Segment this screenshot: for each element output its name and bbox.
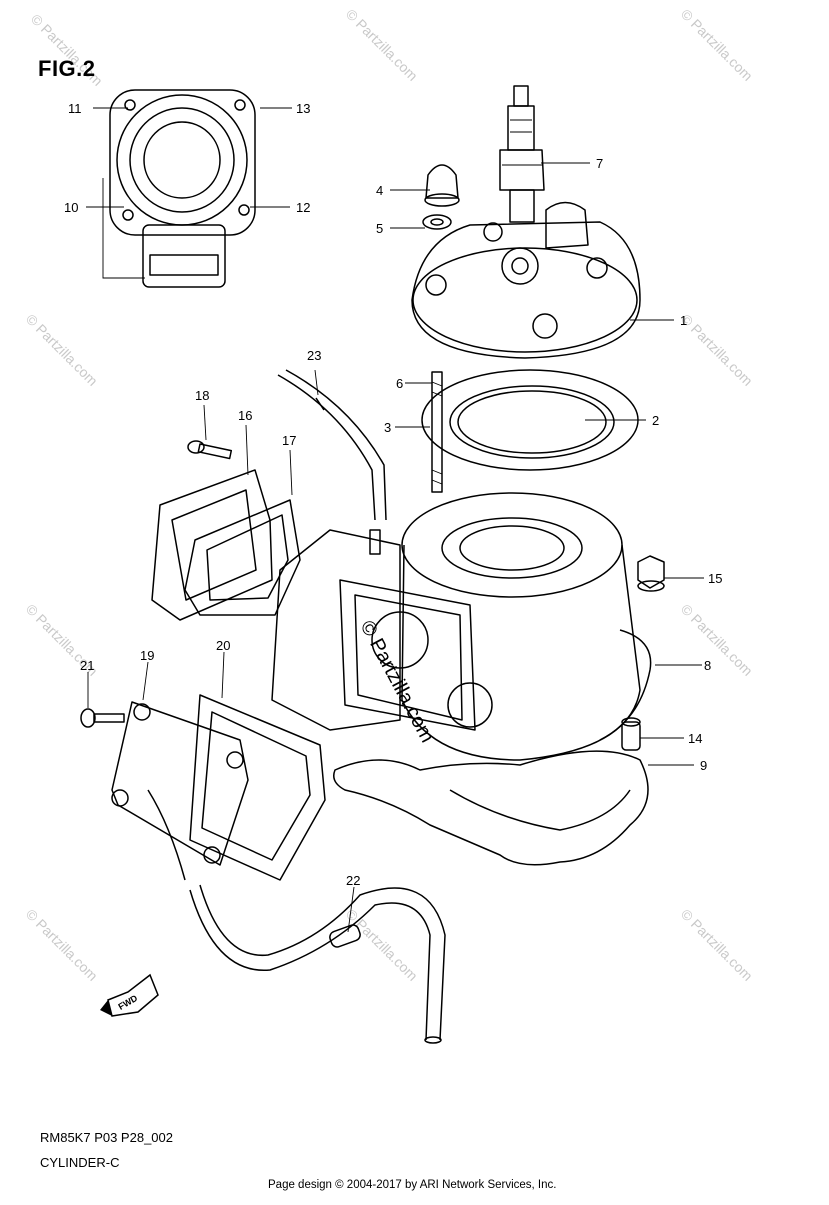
callout-6: 6 (396, 376, 403, 391)
dowel-pin (621, 717, 641, 751)
cylinder-head (411, 201, 641, 359)
cap-nut (424, 164, 460, 207)
callout-7: 7 (596, 156, 603, 171)
washer (422, 214, 452, 230)
callout-2: 2 (652, 413, 659, 428)
flange-nut (637, 555, 665, 592)
figure-title: FIG.2 (38, 56, 96, 81)
callout-20: 20 (216, 638, 230, 653)
callout-21: 21 (80, 658, 94, 673)
watermark-layer: © Partzilla.com © Partzilla.com © Partzi… (23, 6, 756, 984)
leader-lines (86, 107, 704, 933)
callout-10: 10 (64, 200, 78, 215)
callout-18: 18 (195, 388, 209, 403)
callout-19: 19 (140, 648, 154, 663)
bolt (80, 708, 125, 728)
exhaust-cover-gasket (189, 694, 326, 881)
callout-23: 23 (307, 348, 321, 363)
base-gasket (333, 750, 649, 866)
watermark: © Partzilla.com (23, 311, 101, 389)
inset-cylinder-top-view (102, 89, 256, 288)
spark-plug (499, 85, 545, 223)
callout-15: 15 (708, 571, 722, 586)
watermark: © Partzilla.com (678, 6, 756, 84)
callout-9: 9 (700, 758, 707, 773)
callout-labels: 1 2 3 4 5 6 7 8 9 10 11 12 13 14 15 16 1… (64, 101, 722, 888)
cylinder-block (271, 492, 652, 761)
breather-hose-lower (147, 789, 446, 1044)
breather-hose-upper (277, 369, 387, 521)
callout-16: 16 (238, 408, 252, 423)
callout-14: 14 (688, 731, 702, 746)
reed-valve-gasket (151, 469, 273, 621)
callout-1: 1 (680, 313, 687, 328)
callout-8: 8 (704, 658, 711, 673)
callout-13: 13 (296, 101, 310, 116)
callout-11: 11 (68, 101, 82, 116)
watermark: © Partzilla.com (343, 906, 421, 984)
watermark: © Partzilla.com (678, 906, 756, 984)
watermark: © Partzilla.com (678, 601, 756, 679)
copyright-notice: Page design © 2004-2017 by ARI Network S… (268, 1179, 557, 1191)
part-code: RM85K7 P03 P28_002 (40, 1130, 173, 1145)
reed-valve-plate (184, 499, 301, 616)
callout-5: 5 (376, 221, 383, 236)
callout-12: 12 (296, 200, 310, 215)
stud-bolt (431, 371, 443, 493)
callout-22: 22 (346, 873, 360, 888)
head-gasket-inner (449, 385, 615, 459)
callout-3: 3 (384, 420, 391, 435)
watermark: © Partzilla.com (678, 311, 756, 389)
screw (187, 440, 233, 460)
assembly-name: CYLINDER-C (40, 1155, 120, 1170)
watermark: © Partzilla.com (23, 906, 101, 984)
callout-17: 17 (282, 433, 296, 448)
fwd-arrow-icon: FWD (100, 973, 159, 1017)
watermark: © Partzilla.com (343, 6, 421, 84)
center-watermark: © Partzilla.com (356, 617, 439, 746)
callout-4: 4 (376, 183, 383, 198)
exhaust-valve-cover (111, 701, 249, 866)
